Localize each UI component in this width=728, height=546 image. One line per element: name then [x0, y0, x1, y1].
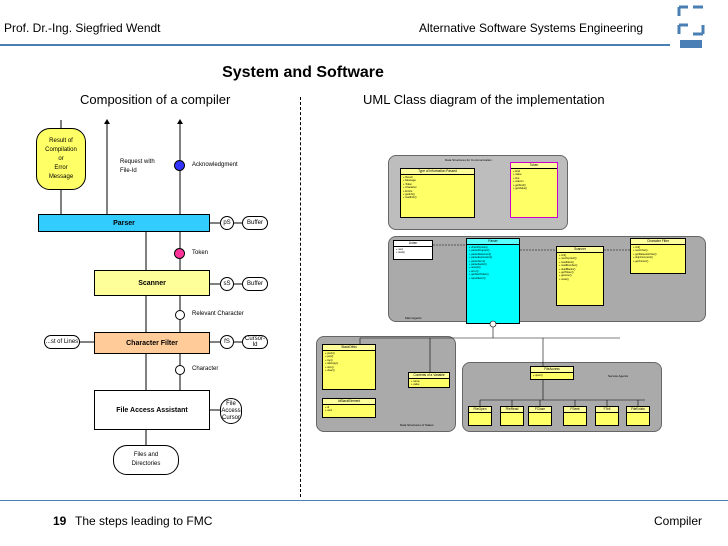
result-line-2: Compilation — [45, 146, 77, 153]
fac-line-3: Cursor — [221, 414, 240, 421]
scanner-buffer: Buffer — [242, 277, 268, 291]
result-line-4: Error — [54, 164, 68, 171]
fac-line-1: File — [226, 400, 236, 407]
character-label: Character — [192, 366, 219, 372]
relevant-char-channel — [175, 310, 185, 320]
variable-class: Contents of a Variable + name + value — [408, 372, 450, 388]
comm-info-body: + Result + Message + Token + Character +… — [403, 176, 417, 200]
page-title: System and Software — [222, 64, 384, 81]
logo-icon — [677, 5, 705, 48]
main-agents-label: Main Agents — [405, 316, 422, 320]
scanner-class-title: Scanner — [557, 247, 603, 253]
listen-class: Listen + next + start() — [393, 240, 433, 260]
listen-body: + next + start() — [396, 248, 406, 255]
comm-info-class: Type of Information Passed + Result + Me… — [400, 168, 475, 218]
result-line-3: or — [58, 155, 64, 162]
stack-element-class: IdStackElement + id + next — [322, 398, 376, 418]
file-access-box: File Access Assistant — [94, 390, 210, 430]
relevant-char-label: Relevant Character — [192, 311, 244, 317]
comm-info-title: Type of Information Passed — [401, 169, 474, 175]
page-number: 19 — [53, 514, 67, 528]
service-child-3: FClose — [528, 406, 552, 426]
service-child-3-title: FClose — [529, 407, 551, 413]
result-line-1: Result of — [49, 137, 73, 144]
parser-state-circle: pS — [220, 216, 234, 230]
service-parent-title: FileAccess — [531, 367, 573, 373]
scanner-class: Scanner + init() + nextSymbol() + readId… — [556, 246, 604, 306]
charfilter-class-title: Character Filter — [631, 239, 685, 245]
header-author: Prof. Dr.-Ing. Siegfried Wendt — [4, 21, 161, 35]
charfilter-class-body: + init() + nextChar() + getRelevantChar(… — [633, 246, 657, 263]
service-child-5-title: FTell — [596, 407, 618, 413]
variable-body: + name + value — [411, 380, 420, 387]
header-rule — [0, 44, 670, 46]
variable-title: Contents of a Variable — [409, 373, 449, 379]
state-group-label: Data Structures of States — [400, 423, 434, 427]
footer-right: Compiler — [654, 514, 703, 528]
divider — [300, 97, 301, 497]
scanner-class-body: + init() + nextSymbol() + readIdent() + … — [559, 254, 578, 281]
file-access-cursor: File Access Cursor — [220, 398, 242, 424]
charfilter-class: Character Filter + init() + nextChar() +… — [630, 238, 686, 274]
filter-state-circle: fS — [220, 335, 234, 349]
service-group-label: Service Agents — [608, 374, 629, 378]
files-line-1: Files and — [133, 452, 159, 458]
service-child-1: FileOpen — [468, 406, 492, 426]
service-child-2: FileRead — [500, 406, 524, 426]
parser-class-body: + checkSyntax() + parseProgram() + parse… — [469, 246, 493, 280]
stack-element-body: + id + next — [325, 406, 333, 413]
files-line-2: Directories — [131, 461, 161, 467]
acknowledgment-channel — [174, 160, 185, 171]
parser-class: Parser + checkSyntax() + parseProgram() … — [466, 238, 520, 324]
footer-rule — [0, 500, 728, 501]
left-subtitle: Composition of a compiler — [80, 92, 231, 107]
character-channel — [175, 365, 185, 375]
header-course: Alternative Software Systems Engineering — [419, 21, 644, 35]
uml-connectors — [359, 244, 645, 406]
service-child-4-title: FSeek — [564, 407, 586, 413]
token-label: Token — [192, 250, 209, 256]
comm-token-title: Token — [511, 163, 557, 169]
service-child-6: FileExists — [626, 406, 650, 426]
stack-class: StackOfIds + push() + pop() + top() + is… — [322, 344, 376, 390]
parser-buffer: Buffer — [242, 216, 268, 230]
character-filter-box: Character Filter — [94, 332, 210, 354]
comm-group-label: Data Structures for Communication — [445, 158, 492, 162]
stack-title: StackOfIds — [323, 345, 375, 351]
request-line-2: File-Id — [120, 168, 137, 174]
request-label: Request with File-Id — [120, 158, 155, 176]
scanner-box: Scanner — [94, 270, 210, 296]
listen-title: Listen — [394, 241, 432, 247]
comm-token-body: + kind + value + line + column + getKind… — [513, 170, 528, 191]
files-directories: Files and Directories — [113, 445, 179, 475]
result-box: Result of Compilation or Error Message — [36, 128, 86, 190]
service-parent-class: FileAccess + open() — [530, 366, 574, 380]
stack-element-title: IdStackElement — [323, 399, 375, 405]
service-child-1-title: FileOpen — [469, 407, 491, 413]
footer-left: The steps leading to FMC — [75, 514, 213, 528]
fac-line-2: Access — [221, 407, 241, 414]
list-of-lines: ...st of Lines — [44, 335, 80, 349]
comm-token-class: Token + kind + value + line + column + g… — [510, 162, 558, 218]
cursor-id: Cursor-Id — [242, 335, 268, 349]
service-parent-body: + open() — [533, 374, 543, 377]
token-channel — [174, 248, 185, 259]
service-child-6-title: FileExists — [627, 407, 649, 413]
acknowledgment-label: Acknowledgment — [192, 162, 238, 168]
parser-class-title: Parser — [467, 239, 519, 245]
service-child-5: FTell — [595, 406, 619, 426]
right-subtitle: UML Class diagram of the implementation — [363, 92, 605, 107]
request-line-1: Request with — [120, 159, 155, 165]
scanner-state-circle: sS — [220, 277, 234, 291]
parser-box: Parser — [38, 214, 210, 232]
service-child-4: FSeek — [563, 406, 587, 426]
result-line-5: Message — [48, 173, 74, 180]
service-child-2-title: FileRead — [501, 407, 523, 413]
stack-body: + push() + pop() + top() + isEmpty() + s… — [325, 352, 339, 373]
